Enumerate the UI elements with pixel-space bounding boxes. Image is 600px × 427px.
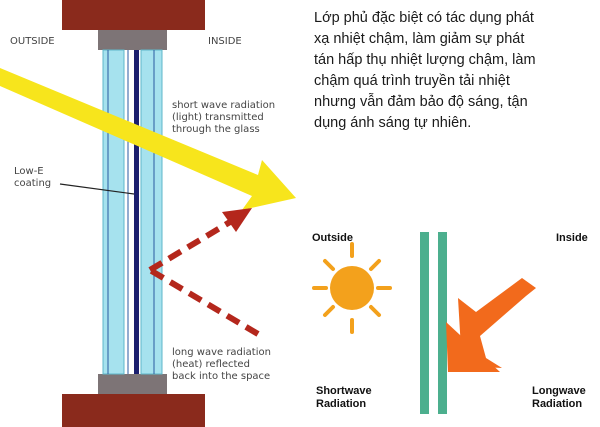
low-e-label-line: Low-E [14,166,44,177]
low-e-pointer [59,183,135,195]
low-e-label: Low-E coating [14,166,51,190]
right-longwave-label-line: Radiation [532,398,583,410]
longwave-reflection-arrows [148,208,260,337]
right-inside-label: Inside [556,232,588,244]
right-shortwave-label-line: Shortwave [316,385,372,397]
glass-pane-outer [102,49,125,375]
right-longwave-label: Longwave Radiation [532,385,586,411]
longwave-description-line: long wave radiation [172,347,271,358]
reflection-arrow-icon [458,278,536,368]
description-line: dụng ánh sáng tự nhiên. [314,115,472,131]
low-e-coating-layer [134,50,139,374]
low-e-label-line: coating [14,178,52,189]
right-shortwave-label: Shortwave Radiation [316,385,372,411]
description-line: Lớp phủ đặc biệt có tác dụng phát [314,10,534,26]
shortwave-description-line: short wave radiation [172,100,276,111]
sun-icon [312,242,392,334]
longwave-description: long wave radiation (heat) reflected bac… [172,347,271,383]
longwave-out-arrow [148,219,232,273]
frame-top [62,0,205,30]
longwave-in-arrow [148,267,260,337]
green-glass-pane-2 [438,232,447,414]
shortwave-description-line: through the glass [172,124,260,135]
shortwave-description-line: (light) transmitted [172,112,264,123]
description-text: Lớp phủ đặc biệt có tác dụng phát xạ nhi… [314,8,536,134]
description-line: tán hấp thụ nhiệt lượng chậm, làm [314,52,536,68]
right-longwave-label-line: Longwave [532,385,586,397]
longwave-description-line: back into the space [172,371,271,382]
description-line: xạ nhiệt chậm, làm giảm sự phát [314,31,525,47]
shortwave-arrow-icon [0,68,296,210]
right-outside-label: Outside [312,232,353,244]
description-line: nhưng vẫn đảm bảo độ sáng, tận [314,94,528,110]
glass-pane-inner [140,49,163,375]
description-line: chậm quá trình truyền tải nhiệt [314,73,510,89]
frame-bottom [62,394,205,427]
inside-label: INSIDE [208,36,242,47]
reflection-arrow-head-icon [446,322,500,372]
right-shortwave-label-line: Radiation [316,398,367,410]
longwave-description-line: (heat) reflected [172,359,250,370]
spacer-top [98,30,167,50]
spacer-bottom [98,374,167,394]
green-glass-pane-1 [420,232,429,414]
arrow-head-icon [222,208,252,232]
outside-label: OUTSIDE [10,36,55,47]
shortwave-description: short wave radiation (light) transmitted… [172,100,275,136]
